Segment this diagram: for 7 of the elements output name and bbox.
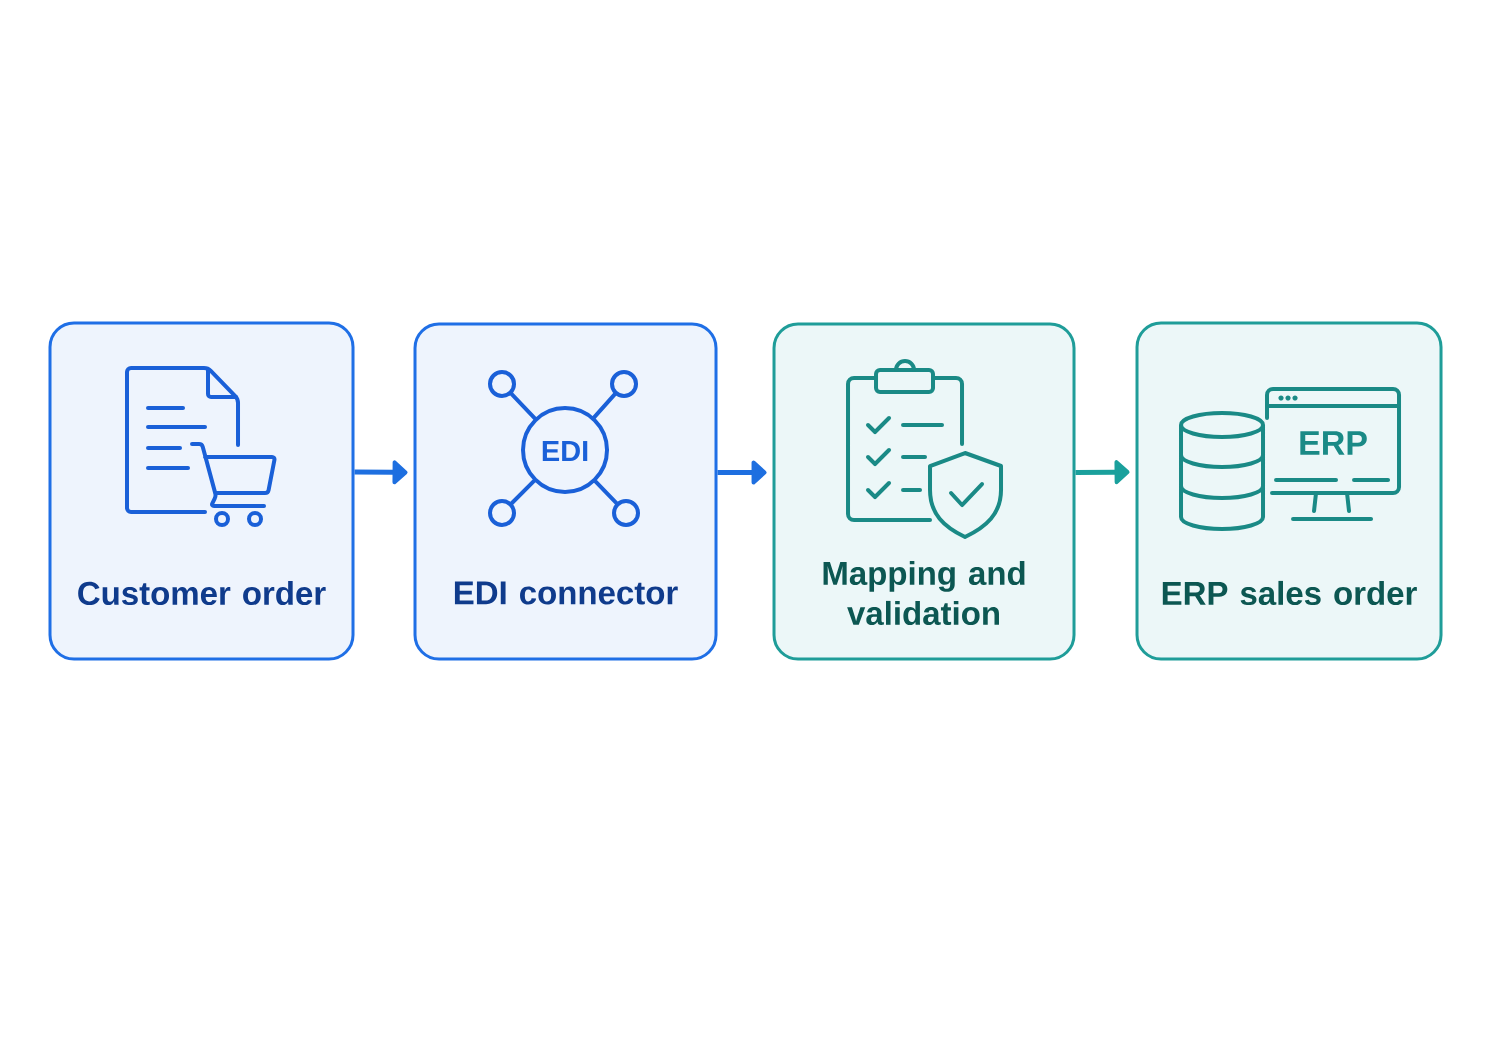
arrow [717, 460, 767, 485]
arrow [354, 460, 408, 485]
process-box: Customer order [48, 321, 355, 661]
arrow [1075, 460, 1130, 485]
icon-text: ERP [1300, 431, 1367, 455]
icon-text: EDI [542, 441, 588, 461]
process-box: Mapping and validation [772, 322, 1076, 661]
